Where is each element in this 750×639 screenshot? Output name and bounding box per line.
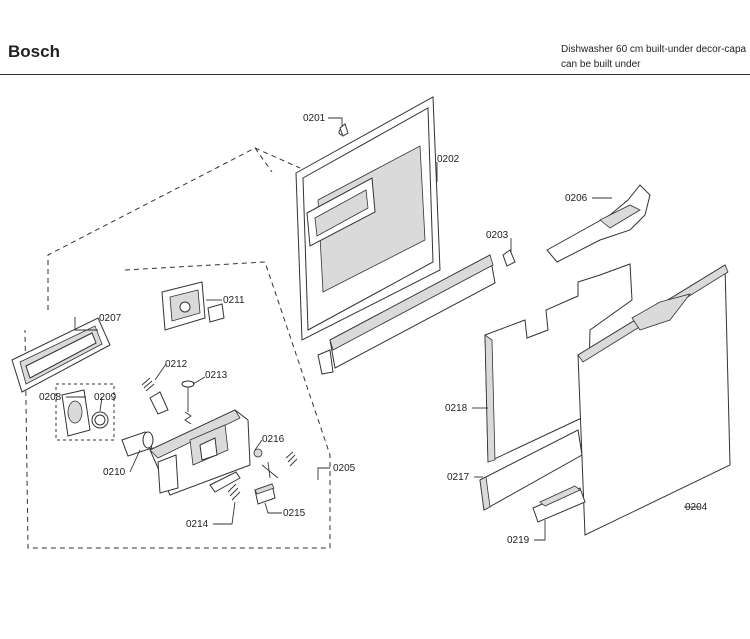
callout-0208: 0208 (39, 392, 62, 403)
part-outer-door-0204[interactable] (577, 264, 731, 536)
callout-0210: 0210 (103, 467, 126, 478)
header-divider (0, 74, 750, 75)
part-cover-0211[interactable] (161, 281, 225, 331)
brand-label: Bosch (8, 42, 60, 61)
callout-0214: 0214 (186, 519, 209, 530)
callout-0219: 0219 (507, 535, 530, 546)
callout-0212: 0212 (165, 359, 188, 370)
callout-0204: 0204 (685, 502, 708, 513)
control-module-group-outline (24, 261, 331, 549)
callout-0206: 0206 (565, 193, 588, 204)
part-lid-0208[interactable] (61, 389, 91, 437)
part-foot-strip-0219[interactable] (532, 485, 586, 523)
callout-0216: 0216 (262, 434, 285, 445)
part-spring-0212[interactable] (141, 377, 169, 415)
callout-0205: 0205 (333, 463, 356, 474)
part-insulation-mat-0218[interactable] (484, 263, 633, 463)
callout-0209: 0209 (94, 392, 117, 403)
callout-0211: 0211 (223, 295, 245, 306)
part-inner-door-0202[interactable] (295, 96, 441, 341)
part-seal-0209[interactable] (91, 411, 109, 429)
part-lever-0214[interactable] (209, 471, 241, 501)
part-nozzle-0210[interactable] (121, 431, 154, 457)
model-title-line-1: Dishwasher 60 cm built-under decor-capa (561, 44, 747, 55)
door-group-outline (47, 147, 301, 310)
leader-lines (66, 117, 700, 541)
part-hinge-bracket-0206[interactable] (546, 184, 651, 263)
callout-0218: 0218 (445, 403, 468, 414)
part-spring-0216[interactable] (253, 448, 298, 479)
callout-labels: 0201 0202 0203 0204 0205 0206 0207 0208 … (39, 113, 708, 546)
part-screw-0201[interactable] (339, 123, 349, 137)
part-control-module-0205[interactable] (149, 409, 251, 496)
callout-0213: 0213 (205, 370, 228, 381)
callout-0215: 0215 (283, 508, 306, 519)
part-gasket-frame-0207[interactable] (11, 317, 111, 393)
callout-0201: 0201 (303, 113, 326, 124)
callout-0202: 0202 (437, 154, 460, 165)
part-handle-strip-0203[interactable] (317, 249, 516, 375)
model-title-line-2: can be built under (561, 59, 641, 70)
part-pin-0213[interactable] (181, 380, 195, 425)
part-block-0215[interactable] (254, 483, 276, 505)
page-header: Bosch Dishwasher 60 cm built-under decor… (0, 0, 750, 80)
callout-0203: 0203 (486, 230, 509, 241)
callout-0207: 0207 (99, 313, 122, 324)
callout-0217: 0217 (447, 472, 470, 483)
